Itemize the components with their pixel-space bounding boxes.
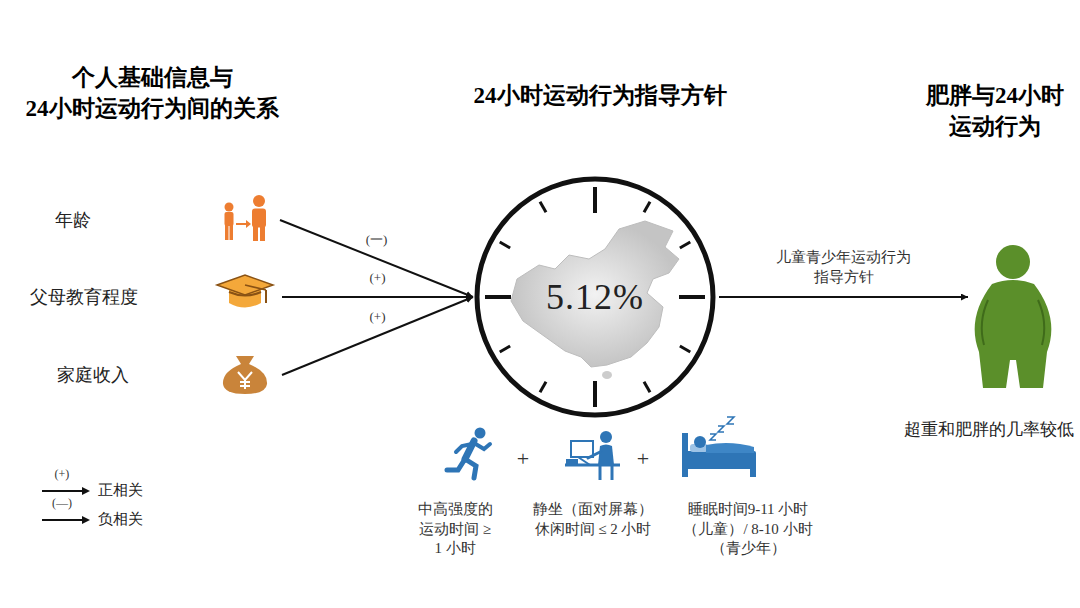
obese-figure: [975, 245, 1052, 388]
legend-row: 负相关: [40, 509, 170, 531]
guideline-text: 睡眠时间9-11 小时（儿童）/ 8-10 小时（青少年）: [657, 500, 839, 559]
guideline-text: +: [508, 445, 538, 474]
clock-tick: [485, 295, 511, 299]
obese-figure-box: 超重和肥胖的几率较低: [968, 240, 1058, 390]
label-box: +: [508, 445, 538, 474]
section-heading: 24小时运动行为指导方针: [420, 80, 780, 111]
edge-label: (+): [368, 269, 388, 287]
factor-label: 年龄: [55, 208, 91, 232]
cap-icon: [217, 275, 273, 308]
label-box: 肥胖与24小时 运动行为: [915, 80, 1075, 142]
age-icon: [225, 195, 267, 241]
guideline-text: +: [628, 445, 658, 474]
clock-tick: [680, 346, 690, 352]
label-box: (—): [45, 496, 79, 512]
legend-sign: (+): [45, 467, 79, 483]
runner-icon: [447, 428, 490, 479]
clock-rim: [477, 179, 713, 415]
china-map: [511, 221, 679, 367]
arrow-connector: [280, 220, 473, 297]
guideline-text: 静坐（面对屏幕） 休闲时间 ≤ 2 小时: [528, 500, 658, 539]
section-heading: 肥胖与24小时 运动行为: [915, 80, 1075, 142]
legend-arrow: [40, 509, 92, 531]
hainan-island: [602, 371, 612, 379]
arrow-connector: [282, 297, 473, 375]
guideline-text: 中高强度的 运动时间 ≥ 1 小时: [415, 500, 495, 559]
edge-label: (+): [368, 308, 388, 326]
arrow-connector: [719, 296, 968, 298]
legend-row: 正相关: [40, 480, 170, 502]
factor-item: 年龄: [30, 203, 278, 237]
clock-tick: [593, 187, 597, 213]
clock-circle: 5.12%: [473, 175, 717, 419]
label-box: 静坐（面对屏幕） 休闲时间 ≤ 2 小时: [528, 500, 658, 539]
arrow-connector: [282, 296, 473, 298]
label-box: (+): [45, 467, 79, 483]
factor-label: 家庭收入: [57, 363, 129, 387]
label-box: 中高强度的 运动时间 ≥ 1 小时: [415, 500, 495, 559]
legend-sign: (—): [45, 496, 79, 512]
edge-label: 儿童青少年运动行为 指导方针: [762, 247, 926, 288]
percent-value: 5.12%: [546, 276, 644, 318]
label-box: 24小时运动行为指导方针: [420, 80, 780, 111]
clock-tick: [500, 346, 510, 352]
section-heading: 个人基础信息与 24小时运动行为间的关系: [2, 62, 302, 124]
sleep-icon: [682, 417, 756, 477]
clock-tick: [680, 242, 690, 248]
legend-arrow: [40, 480, 92, 502]
label-box: 个人基础信息与 24小时运动行为间的关系: [2, 62, 302, 124]
factor-item: 家庭收入: [30, 358, 280, 392]
clock-tick: [500, 242, 510, 248]
clock-face: [473, 175, 717, 419]
clock-tick: [644, 202, 650, 212]
clock-tick: [679, 295, 705, 299]
factor-label: 父母教育程度: [30, 285, 138, 309]
label-box: 睡眠时间9-11 小时（儿童）/ 8-10 小时（青少年）: [657, 500, 839, 559]
factor-item: 父母教育程度: [30, 280, 280, 314]
clock-tick: [593, 381, 597, 407]
clock-tick: [540, 382, 546, 392]
clock-tick: [644, 382, 650, 392]
legend-text: 正相关: [98, 481, 143, 500]
label-box: +: [628, 445, 658, 474]
screen-desk-icon: [565, 431, 620, 480]
clock-tick: [540, 202, 546, 212]
legend-text: 负相关: [98, 510, 143, 529]
outcome-caption: 超重和肥胖的几率较低: [904, 418, 1074, 441]
edge-label: (一): [364, 231, 390, 249]
money-bag-icon: [223, 356, 267, 394]
